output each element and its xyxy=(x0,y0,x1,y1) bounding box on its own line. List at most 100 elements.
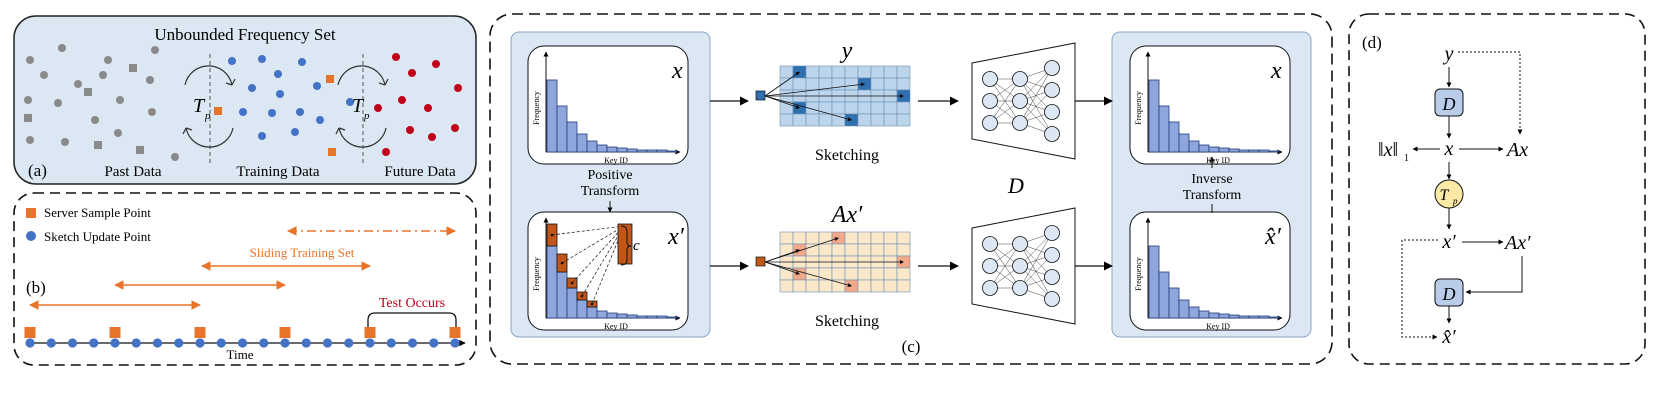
sketch-cell xyxy=(792,279,807,293)
histogram-bar xyxy=(566,121,578,153)
tp-sub-right: p xyxy=(363,110,370,122)
nn-node xyxy=(1044,126,1060,142)
histogram-bar xyxy=(1238,315,1250,319)
panel-d-label: (d) xyxy=(1362,33,1382,52)
histogram-bar xyxy=(1248,149,1260,153)
d-dotted-y-ax xyxy=(1458,51,1523,135)
sketch-update-point xyxy=(195,338,205,348)
nn-node xyxy=(982,93,998,109)
nn-edge xyxy=(989,78,1021,124)
histogram-bar xyxy=(1148,79,1160,153)
sketch-update-point xyxy=(301,338,311,348)
future-data-label: Future Data xyxy=(384,164,456,180)
key-id-axis-label: Key ID xyxy=(604,156,628,165)
past-dot xyxy=(99,71,107,79)
histogram-bar xyxy=(1258,315,1270,319)
future-dot xyxy=(408,69,416,77)
sketch-cell xyxy=(870,267,885,281)
sketch-update-point xyxy=(67,338,78,348)
hash-arrow xyxy=(764,249,800,263)
server-sample-point xyxy=(364,327,376,338)
sketch-grid-y xyxy=(755,65,911,127)
training-dot xyxy=(258,132,266,140)
sketch-cell xyxy=(831,243,846,257)
histogram-bar xyxy=(1268,316,1280,319)
sketch-update-point xyxy=(407,338,418,348)
nn-node xyxy=(982,280,998,296)
past-dot xyxy=(24,96,32,104)
past-dot xyxy=(116,96,124,104)
sketch-update-point xyxy=(365,338,375,348)
panel-d: (d) y D x ‖x‖ 1 Ax T p x′ Ax′ D x̂′ xyxy=(1348,13,1646,365)
nn-node xyxy=(982,71,998,87)
past-dot xyxy=(146,76,154,84)
panel-b-frame xyxy=(13,192,477,366)
d-dotted-xprime-xhat xyxy=(1401,239,1438,340)
sketch-cell xyxy=(831,267,846,281)
decoder-network-bottom xyxy=(971,207,1076,325)
histogram-bar xyxy=(586,140,598,153)
histogram-bar xyxy=(646,315,658,319)
histogram-bar xyxy=(546,79,558,153)
sketch-cell xyxy=(857,65,872,79)
past-data-label: Past Data xyxy=(104,164,161,180)
sketch-cell xyxy=(896,65,911,79)
time-label: Time xyxy=(227,347,254,362)
histogram-bar xyxy=(606,312,618,319)
future-dot xyxy=(374,104,382,112)
nn-node xyxy=(982,115,998,131)
server-sample-point xyxy=(24,327,36,338)
future-dot xyxy=(398,96,406,104)
past-dot xyxy=(148,108,156,116)
nn-node xyxy=(982,236,998,252)
past-dot xyxy=(74,80,82,88)
hash-arrow xyxy=(764,82,865,97)
d-norm-sub: 1 xyxy=(1404,153,1409,164)
histogram-bar xyxy=(626,148,638,153)
sketch-cell xyxy=(857,113,872,127)
sketch-cell xyxy=(779,113,794,127)
constant-c-bar xyxy=(617,223,633,265)
sketch-cell xyxy=(896,113,911,127)
histogram-bar xyxy=(646,149,658,153)
sketch-cell xyxy=(870,231,885,245)
histogram-bar xyxy=(1248,315,1260,319)
sketch-cell xyxy=(805,113,820,127)
histogram-bar xyxy=(576,299,588,319)
input-key xyxy=(755,90,766,101)
training-dot xyxy=(228,57,236,65)
sketch-cell xyxy=(792,231,807,245)
cycle-arrows-left-icon xyxy=(182,65,236,148)
x-output-symbol: x xyxy=(1270,58,1282,84)
input-key xyxy=(755,256,766,267)
future-dot xyxy=(382,148,390,156)
histogram-bar xyxy=(1208,146,1220,153)
legend-sketch-dot xyxy=(26,231,36,241)
nn-node xyxy=(1044,104,1060,120)
sketch-cell xyxy=(896,267,911,281)
offset-link xyxy=(551,225,625,236)
past-dot xyxy=(26,136,34,144)
sketch-cell xyxy=(818,243,833,257)
positive-transform-label-2: Transform xyxy=(581,184,640,199)
sketch-cell xyxy=(870,279,885,293)
key-id-axis-label: Key ID xyxy=(604,322,628,331)
histogram-bar xyxy=(556,105,568,153)
panel-a: Unbounded Frequency Set (a) Past Data Tr… xyxy=(13,15,477,185)
past-square xyxy=(129,64,137,72)
d-decoder-top: D xyxy=(1442,94,1456,114)
past-dot xyxy=(58,44,66,52)
key-id-axis-label: Key ID xyxy=(1206,322,1230,331)
nn-node xyxy=(1012,236,1028,252)
panel-a-title: Unbounded Frequency Set xyxy=(154,25,336,44)
past-dot xyxy=(104,56,112,64)
legend-server-square xyxy=(26,208,36,218)
nn-node xyxy=(982,258,998,274)
histogram-bar xyxy=(1158,271,1170,319)
future-dot xyxy=(428,133,436,141)
d-y: y xyxy=(1443,43,1454,65)
frequency-axis-label: Frequency xyxy=(1134,91,1143,125)
c-label: c xyxy=(633,238,640,254)
training-dot xyxy=(296,108,304,116)
